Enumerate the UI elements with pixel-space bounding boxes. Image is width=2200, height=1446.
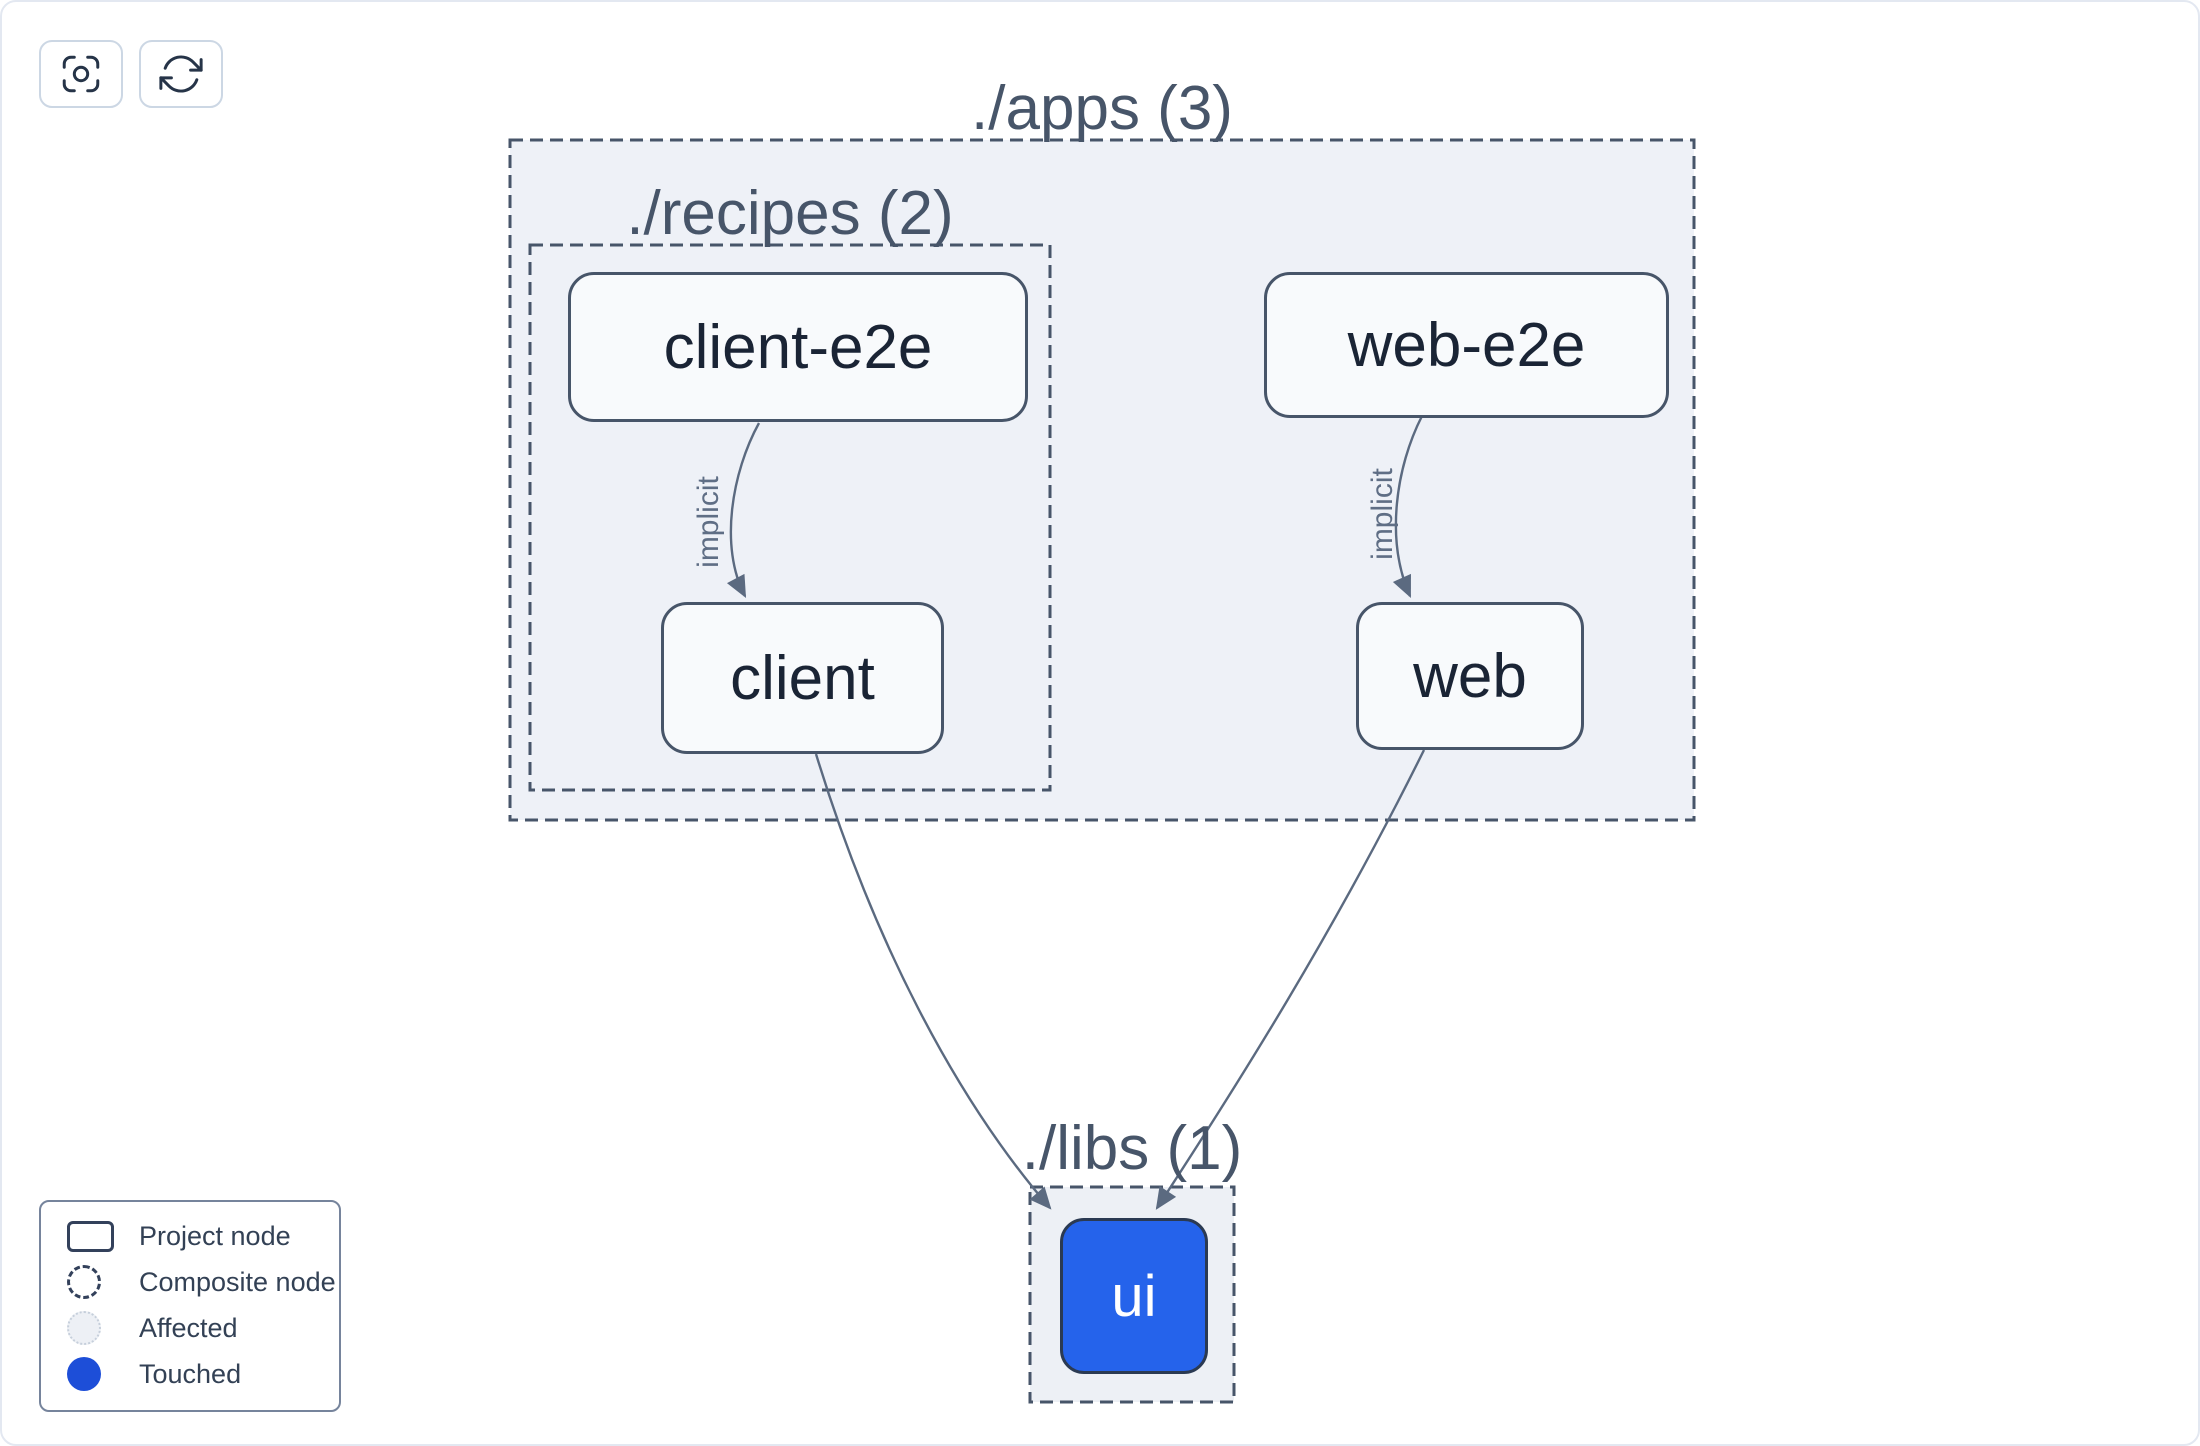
edge-web-ui (1155, 749, 1426, 1210)
affected-swatch-icon (67, 1311, 101, 1345)
project-node-client-e2e[interactable]: client-e2e (568, 272, 1028, 422)
viewfinder-icon (58, 51, 104, 97)
legend-item-composite-node: Composite node (67, 1265, 339, 1299)
refresh-icon (158, 51, 204, 97)
legend-item-project-node: Project node (67, 1219, 339, 1253)
edge-client-e2e-client (726, 422, 761, 598)
project-node-swatch-icon (67, 1220, 114, 1252)
edge-client-ui (814, 753, 1052, 1210)
refresh-graph-button[interactable] (139, 40, 223, 108)
graph-legend: Project node Composite node Affected Tou… (39, 1200, 341, 1412)
legend-label: Composite node (139, 1266, 336, 1297)
legend-item-affected: Affected (67, 1311, 339, 1345)
composite-label-libs[interactable]: ./libs (1) (1021, 1114, 1243, 1183)
legend-label: Affected (139, 1312, 238, 1343)
touched-swatch-icon (67, 1357, 101, 1391)
edge-web-e2e-web (1392, 415, 1424, 599)
composite-label-apps[interactable]: ./apps (3) (971, 74, 1233, 143)
project-node-web[interactable]: web (1356, 602, 1584, 750)
project-node-client[interactable]: client (661, 602, 944, 754)
legend-label: Touched (139, 1358, 242, 1389)
project-node-ui-touched[interactable]: ui (1060, 1218, 1208, 1374)
composite-box-recipes[interactable] (528, 243, 1052, 792)
focus-view-button[interactable] (39, 40, 123, 108)
legend-item-touched: Touched (67, 1357, 339, 1391)
project-node-web-e2e[interactable]: web-e2e (1264, 272, 1669, 418)
legend-label: Project node (139, 1220, 291, 1251)
edge-label-implicit-web: implicit (1366, 468, 1399, 560)
composite-node-swatch-icon (67, 1265, 101, 1299)
composite-label-recipes[interactable]: ./recipes (2) (626, 179, 954, 248)
edge-label-implicit-client: implicit (692, 476, 725, 568)
